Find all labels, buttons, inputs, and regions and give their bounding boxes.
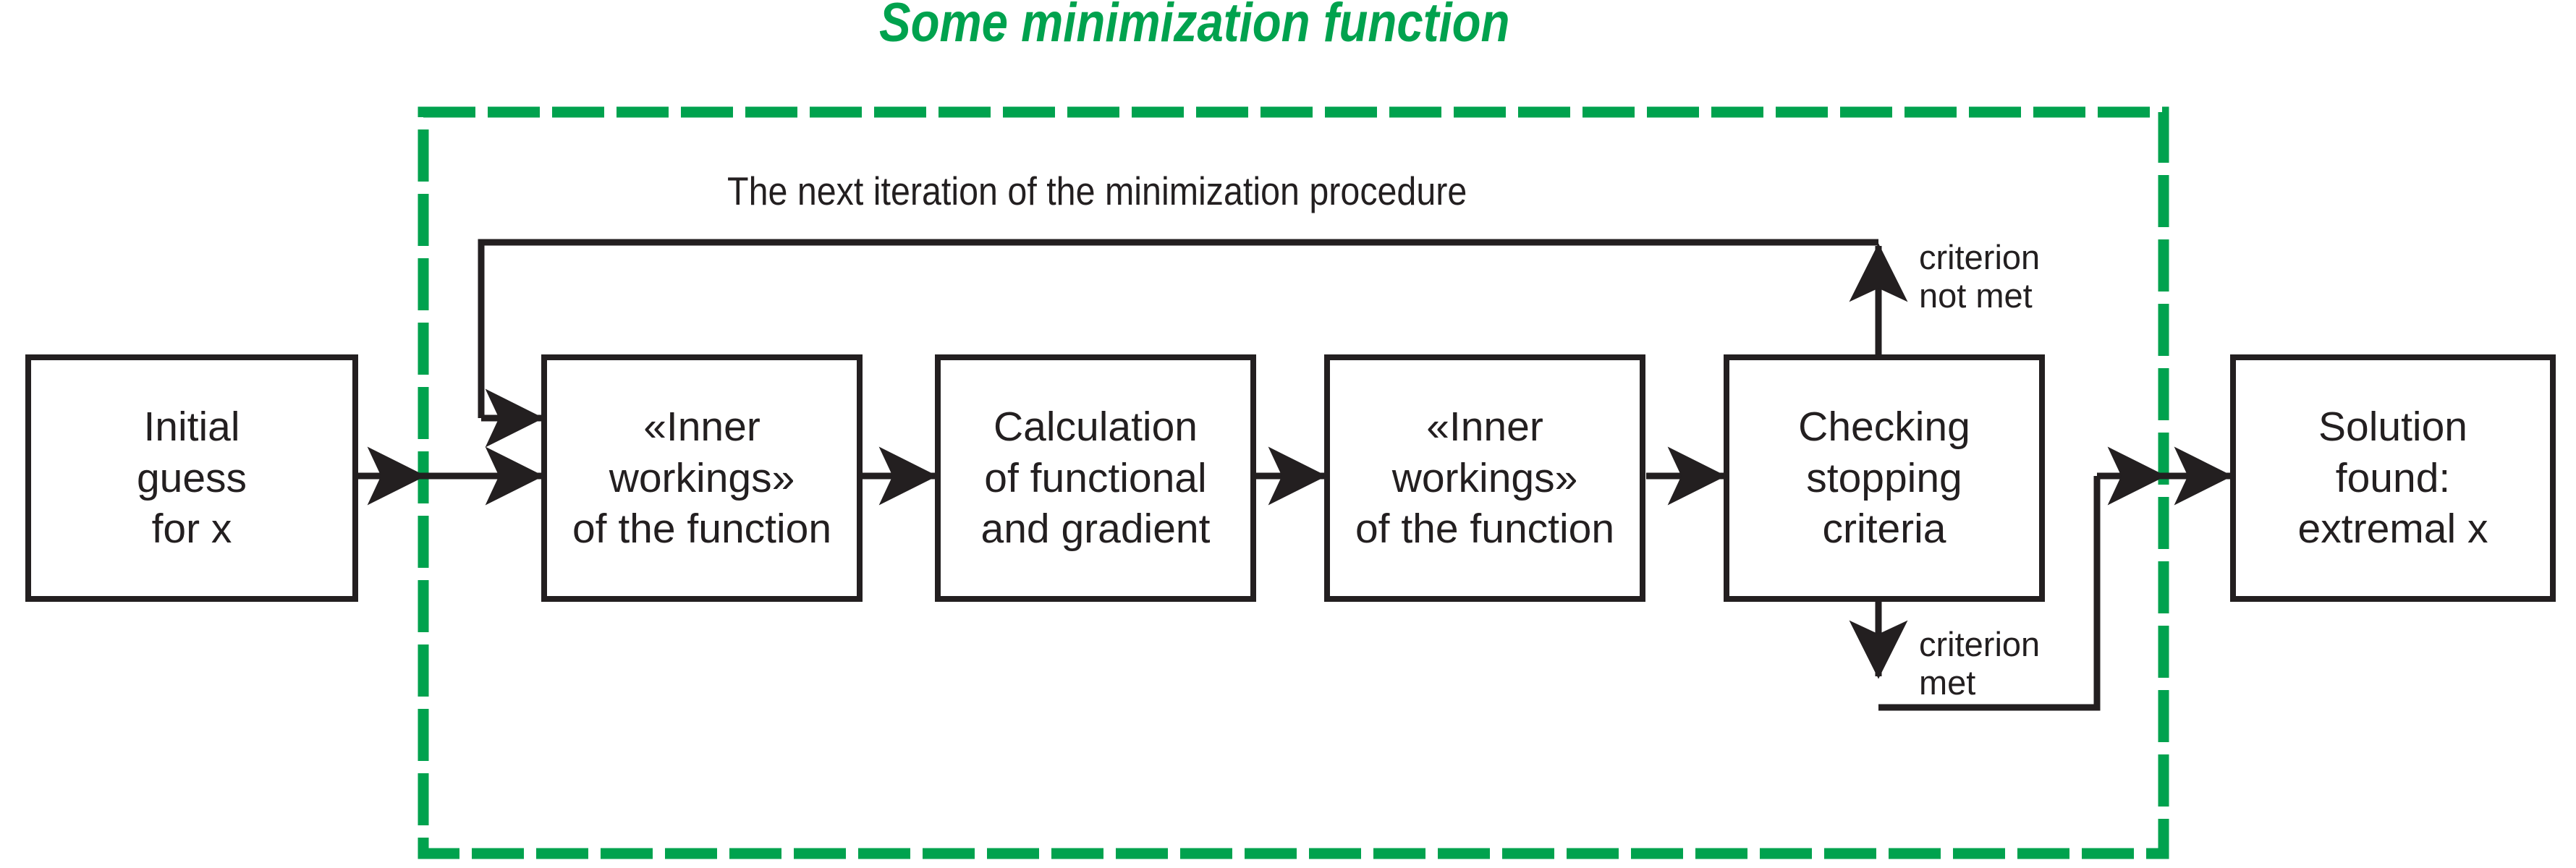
- node-inner-workings-2[interactable]: «Inner workings» of the function: [1324, 354, 1645, 602]
- loop-caption: The next iteration of the minimization p…: [727, 169, 1467, 213]
- node-solution-found[interactable]: Solution found: extremal x: [2230, 354, 2556, 602]
- node-initial-guess[interactable]: Initial guess for x: [25, 354, 358, 602]
- edge-label-criterion-not-met: criterion not met: [1919, 238, 2041, 315]
- edge-label-criterion-met: criterion met: [1919, 625, 2041, 702]
- node-calculation[interactable]: Calculation of functional and gradient: [935, 354, 1256, 602]
- node-inner-workings-1[interactable]: «Inner workings» of the function: [541, 354, 863, 602]
- edge-criterion-met-path: [1878, 476, 2101, 711]
- diagram-title: Some minimization function: [879, 0, 1510, 54]
- edge-feedback-loop: [478, 239, 1878, 418]
- node-checking-criteria[interactable]: Checking stopping criteria: [1724, 354, 2045, 602]
